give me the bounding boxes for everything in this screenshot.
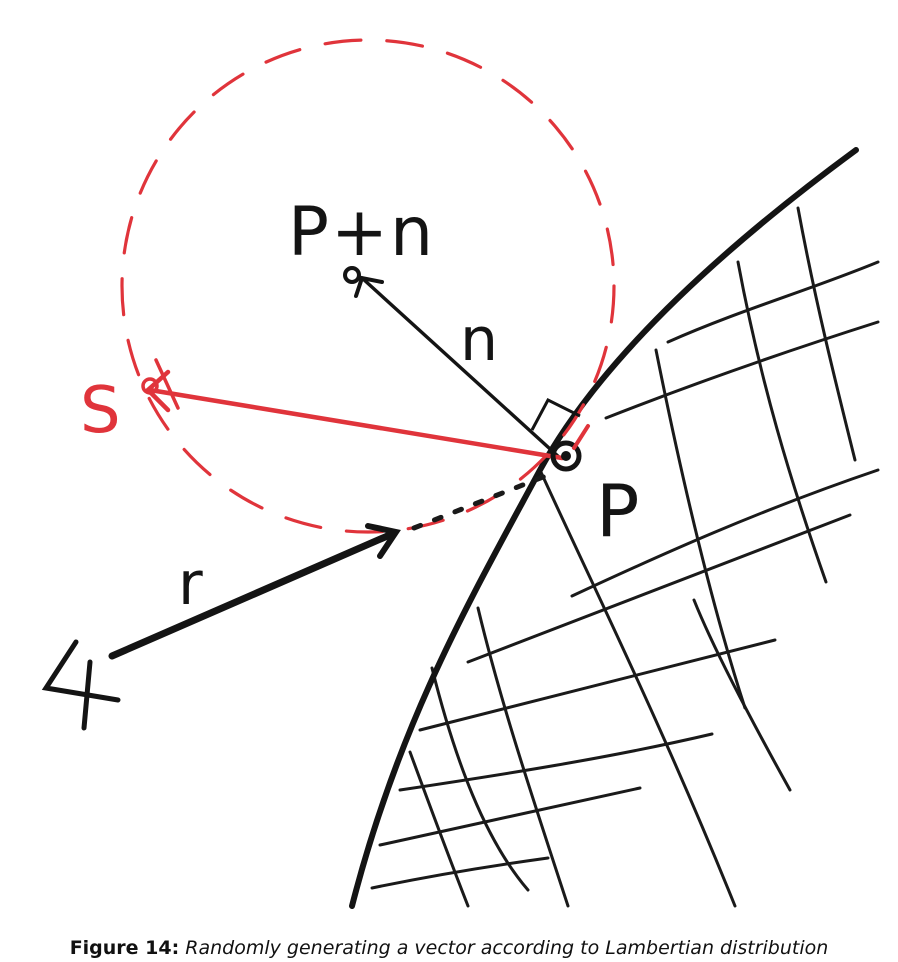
- surface-hatching: [370, 206, 880, 908]
- label-r: r: [178, 549, 203, 619]
- normal-vector-n: [343, 266, 562, 460]
- label-n: n: [460, 305, 498, 375]
- label-s: S: [80, 374, 121, 448]
- right-angle-marker: [530, 398, 581, 431]
- scatter-vector-s: [141, 358, 565, 461]
- incoming-ray-r: [108, 523, 401, 660]
- ray-continuation-dotted: [411, 472, 551, 531]
- surface-curve: [349, 147, 859, 909]
- eye-camera-icon: [41, 639, 121, 731]
- figure-caption: Figure 14: Randomly generating a vector …: [0, 936, 898, 960]
- label-p: P: [596, 469, 639, 553]
- lambertian-diagram: P+n n S P r: [41, 38, 880, 909]
- point-p-marker: [550, 424, 590, 472]
- label-p-plus-n: P+n: [288, 193, 435, 272]
- caption-label: Figure 14:: [69, 937, 180, 959]
- unit-sphere: [120, 38, 616, 534]
- caption-text: Randomly generating a vector according t…: [185, 937, 829, 959]
